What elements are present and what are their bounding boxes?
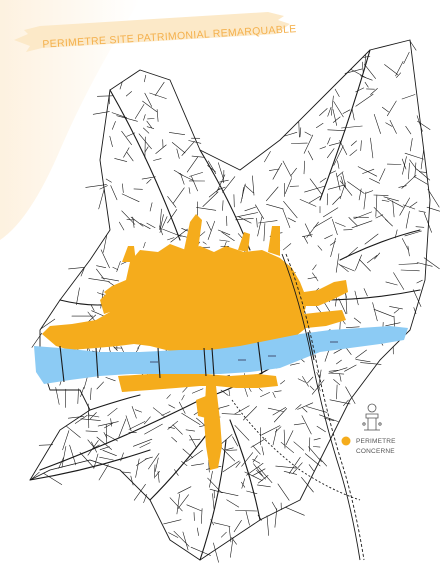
background-wash [0, 0, 140, 240]
heritage-perimeter-area [42, 214, 348, 470]
river-markings [150, 341, 338, 363]
legend-line-2: CONCERNE [356, 448, 395, 455]
legend: PERIMETRE CONCERNE [341, 403, 396, 455]
banner-ribbon [14, 12, 290, 52]
perimeter-dot-icon [341, 436, 351, 446]
railway [231, 253, 365, 561]
bridges [59, 331, 315, 383]
monument-icon [362, 403, 382, 431]
river [34, 326, 408, 384]
legend-line-1: PERIMETRE [356, 438, 396, 445]
